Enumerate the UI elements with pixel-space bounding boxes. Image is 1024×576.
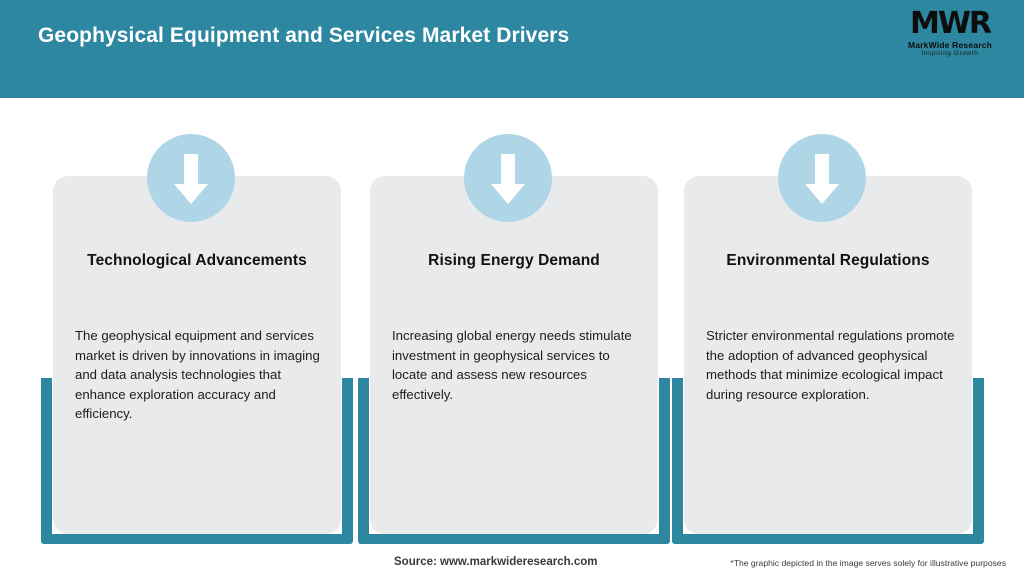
card-frame-right-bar — [659, 378, 670, 544]
card-title: Technological Advancements — [87, 252, 307, 269]
card-frame-bottom-bar — [41, 534, 353, 544]
disclaimer-note: *The graphic depicted in the image serve… — [730, 558, 1006, 568]
card-frame-left-bar — [41, 378, 52, 544]
card-body: Stricter environmental regulations promo… — [706, 328, 955, 402]
card-panel: Technological Advancements The geophysic… — [53, 176, 341, 534]
driver-card[interactable]: Environmental Regulations Stricter envir… — [672, 98, 984, 548]
card-body: The geophysical equipment and services m… — [75, 328, 320, 422]
source-attribution: Source: www.markwideresearch.com — [394, 556, 598, 568]
logo-mark: MWR — [909, 6, 992, 41]
driver-cards-region: Technological Advancements The geophysic… — [0, 98, 1024, 548]
card-frame-right-bar — [342, 378, 353, 544]
card-frame-bottom-bar — [672, 534, 984, 544]
card-title: Rising Energy Demand — [428, 252, 600, 269]
card-title: Environmental Regulations — [726, 252, 930, 269]
header-bar: Geophysical Equipment and Services Marke… — [0, 0, 1024, 98]
arrow-down-icon — [464, 134, 552, 222]
card-frame-left-bar — [358, 378, 369, 544]
brand-logo: MWR MarkWide Research Inspiring Growth — [894, 8, 1006, 66]
card-frame-right-bar — [973, 378, 984, 544]
page-title: Geophysical Equipment and Services Marke… — [38, 24, 570, 47]
arrow-down-icon — [147, 134, 235, 222]
card-panel: Rising Energy Demand Increasing global e… — [370, 176, 658, 534]
driver-card[interactable]: Rising Energy Demand Increasing global e… — [358, 98, 670, 548]
arrow-down-icon — [778, 134, 866, 222]
logo-tagline: Inspiring Growth — [921, 50, 979, 57]
card-body: Increasing global energy needs stimulate… — [392, 328, 632, 402]
driver-card[interactable]: Technological Advancements The geophysic… — [41, 98, 353, 548]
card-panel: Environmental Regulations Stricter envir… — [684, 176, 972, 534]
logo-company-name: MarkWide Research — [907, 40, 993, 50]
card-frame-left-bar — [672, 378, 683, 544]
card-frame-bottom-bar — [358, 534, 670, 544]
